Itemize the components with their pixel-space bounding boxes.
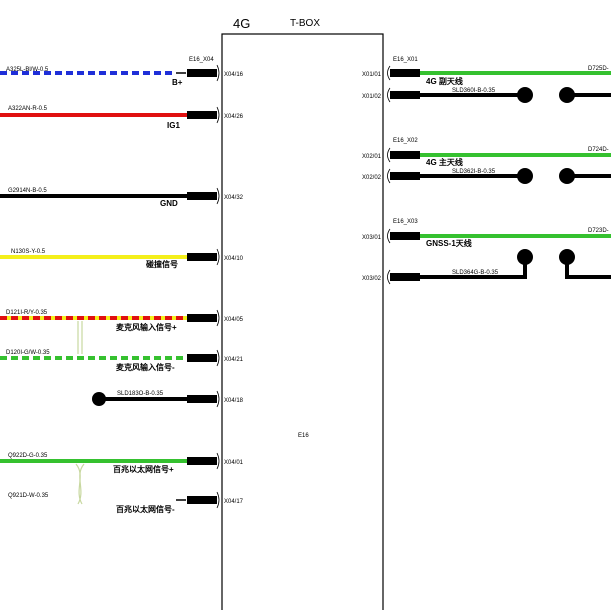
wire-label: N130S-Y-0.5 [11,249,46,255]
pin-label: X01/01 [362,72,382,78]
pin-label: X04/17 [224,499,244,505]
left-pin-ig1: A322AN-R-0.5 IG1 X04/26 [0,106,244,130]
left-pin-crash: N130S-Y-0.5 碰撞信号 X04/10 [0,248,244,269]
signal-label: GNSS-1天线 [426,238,472,248]
pin-label: X04/26 [224,114,244,120]
wire-label: Q922D-G-0.35 [8,453,48,459]
left-pin-b-plus: A325L-Bl/W-0.5 B+ X04/16 [0,64,244,87]
wire-label: D121I-R/Y-0.35 [6,310,48,316]
left-pin-eth-minus: Q921D-W-0.35 百兆以太网信号- X04/17 [8,491,244,514]
wire-label: SLD183O-B-0.35 [117,391,164,397]
pin-label: X03/02 [362,276,382,282]
signal-label: 麦克风输入信号- [116,362,175,372]
left-connector-label: E16_X04 [189,57,214,63]
wire-label: D723D- [588,228,609,234]
left-pin-shield: SLD183O-B-0.35 X04/18 [92,390,244,408]
signal-label: 碰撞信号 [146,259,178,269]
left-pin-mic-minus: D120I-G/W-0.35 麦克风输入信号- X04/21 [0,349,244,372]
signal-label: GND [160,199,178,208]
shield-label: SLD360I-B-0.35 [452,88,496,94]
left-pin-eth-plus: Q922D-G-0.35 百兆以太网信号+ X04/01 [0,452,244,474]
pin-label: X04/32 [224,195,244,201]
pin-label: X04/16 [224,72,244,78]
tbox-module-box [221,33,384,610]
signal-label: B+ [172,78,183,87]
left-pin-mic-plus: D121I-R/Y-0.35 麦克风输入信号+ X04/05 [0,309,244,332]
pin-label: X04/05 [224,317,244,323]
connector-label: E16_X01 [393,57,418,63]
shield-label: SLD364G-B-0.35 [452,270,499,276]
signal-label: 4G 副天线 [426,76,463,86]
pin-label: X04/21 [224,357,244,363]
module-center-label: E16 [298,433,309,439]
signal-label: 4G 主天线 [426,157,463,167]
wire-label: G2914N-B-0.5 [8,188,47,194]
right-connector-x02: E16_X02 X02/01 X02/02 4G 主天线 D724D- SLD3… [362,138,611,184]
signal-label: 百兆以太网信号+ [113,464,174,474]
pin-label: X04/01 [224,460,244,466]
right-connector-x03: E16_X03 X03/01 X03/02 GNSS-1天线 D723D- SL… [362,219,611,285]
signal-label: 百兆以太网信号- [116,504,175,514]
pin-label: X02/02 [362,175,382,181]
mic-twist-marker [77,321,83,354]
pin-label: X04/10 [224,256,244,262]
pin-label: X04/18 [224,398,244,404]
wire-label: Q921D-W-0.35 [8,493,49,499]
wire-label: D724D- [588,147,609,153]
signal-label: 麦克风输入信号+ [116,322,177,332]
pin-label: X01/02 [362,94,382,100]
left-pin-gnd: G2914N-B-0.5 GND X04/32 [0,187,244,208]
pin-label: X02/01 [362,154,382,160]
pin-label: X03/01 [362,235,382,241]
signal-label: IG1 [167,121,180,130]
module-title-tbox: T-BOX [290,18,320,29]
right-connector-x01: E16_X01 X01/01 X01/02 4G 副天线 D725D- SLD3… [362,57,611,103]
wire-label: A325L-Bl/W-0.5 [6,67,49,73]
shield-label: SLD362I-B-0.35 [452,169,496,175]
connector-label: E16_X03 [393,219,418,225]
wire-label: D725D- [588,66,609,72]
connector-label: E16_X02 [393,138,418,144]
wire-label: D120I-G/W-0.35 [6,350,50,356]
eth-twist-marker [75,463,85,505]
module-title-4g: 4G [233,16,250,31]
wire-label: A322AN-R-0.5 [8,106,48,112]
